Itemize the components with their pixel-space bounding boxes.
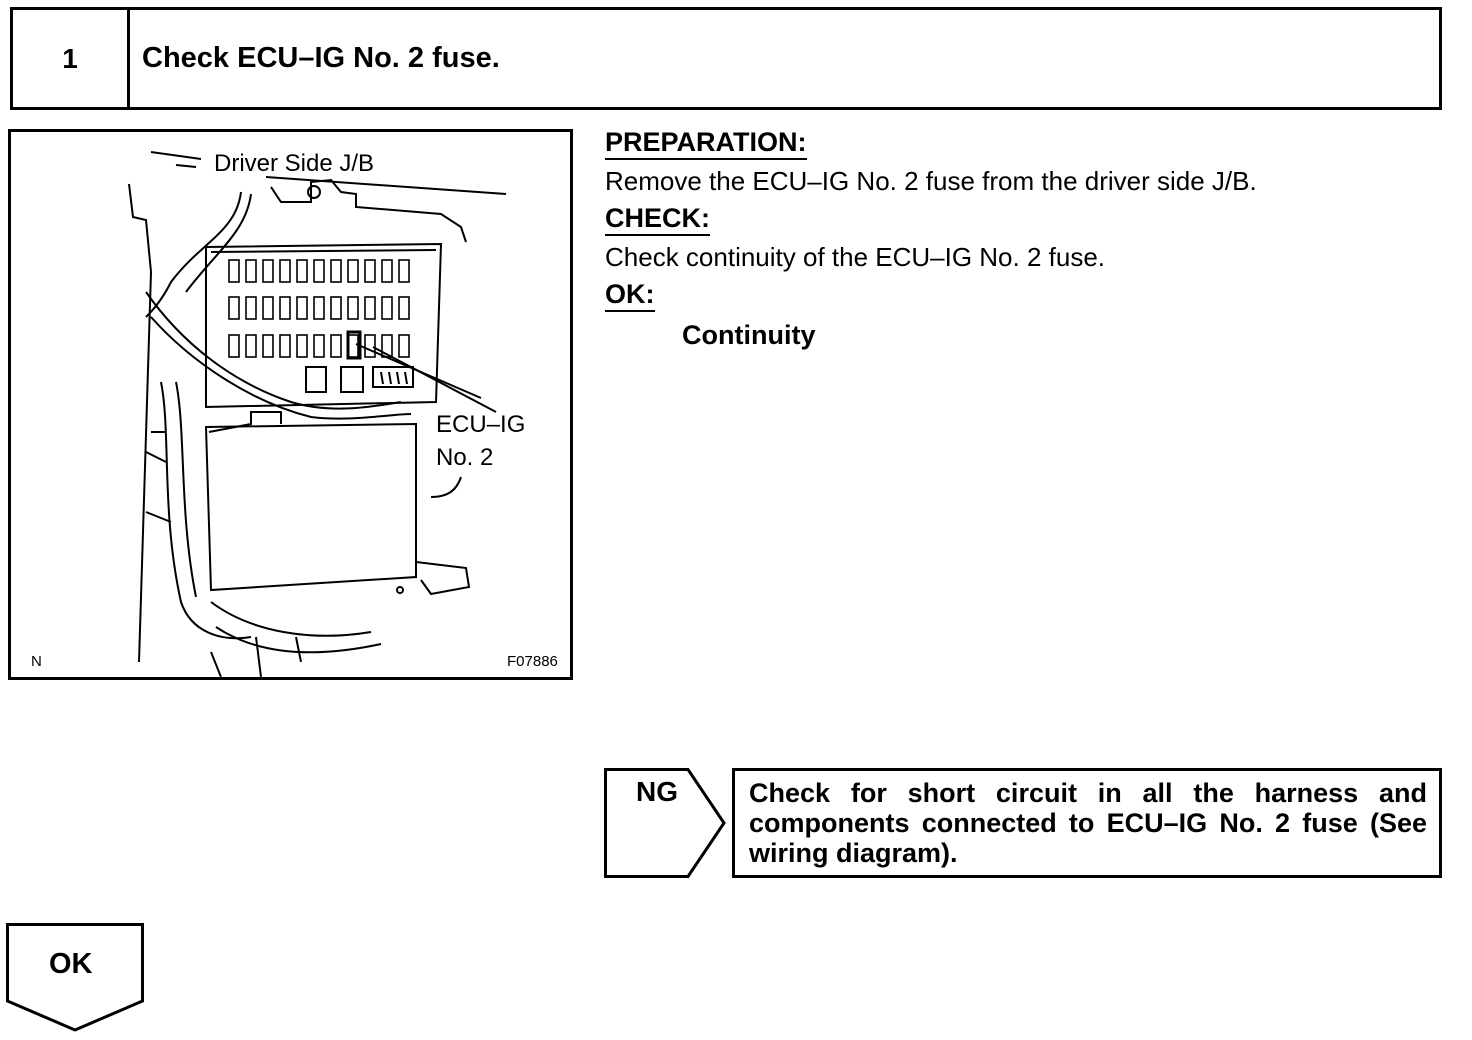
step-header: 1 Check ECU–IG No. 2 fuse. bbox=[10, 7, 1442, 110]
fuse-row-2 bbox=[228, 296, 410, 320]
step-title: Check ECU–IG No. 2 fuse. bbox=[142, 42, 500, 74]
preparation-heading: PREPARATION: bbox=[605, 126, 807, 160]
ecu-ig-label: ECU–IG bbox=[436, 411, 526, 438]
ok-arrow-shape bbox=[6, 923, 144, 1032]
procedure-block: PREPARATION: Remove the ECU–IG No. 2 fus… bbox=[605, 126, 1445, 351]
driver-side-jb-label: Driver Side J/B bbox=[214, 150, 375, 177]
figure-code: F07886 bbox=[507, 653, 558, 670]
check-text: Check continuity of the ECU–IG No. 2 fus… bbox=[605, 242, 1106, 272]
corner-mark: N bbox=[31, 653, 42, 670]
preparation-text: Remove the ECU–IG No. 2 fuse from the dr… bbox=[605, 166, 1257, 196]
ok-result: Continuity bbox=[682, 320, 816, 350]
no2-label: No. 2 bbox=[436, 444, 494, 471]
ok-branch-tab: OK bbox=[6, 923, 144, 1033]
check-heading: CHECK: bbox=[605, 202, 710, 236]
illustration-figure: Driver Side J/B ECU–IG No. 2 N F07886 bbox=[8, 129, 573, 680]
junction-block-drawing bbox=[128, 151, 507, 677]
ng-label: NG bbox=[636, 776, 678, 807]
fuse-row-3 bbox=[228, 334, 410, 358]
step-number: 1 bbox=[13, 10, 130, 107]
fuse-row-1 bbox=[228, 259, 410, 283]
ng-branch-tab: NG bbox=[604, 768, 728, 878]
ok-heading: OK: bbox=[605, 278, 655, 312]
ng-instruction-box: Check for short circuit in all the harne… bbox=[732, 768, 1442, 878]
ng-arrow-shape bbox=[604, 768, 726, 878]
ok-label: OK bbox=[49, 948, 93, 980]
